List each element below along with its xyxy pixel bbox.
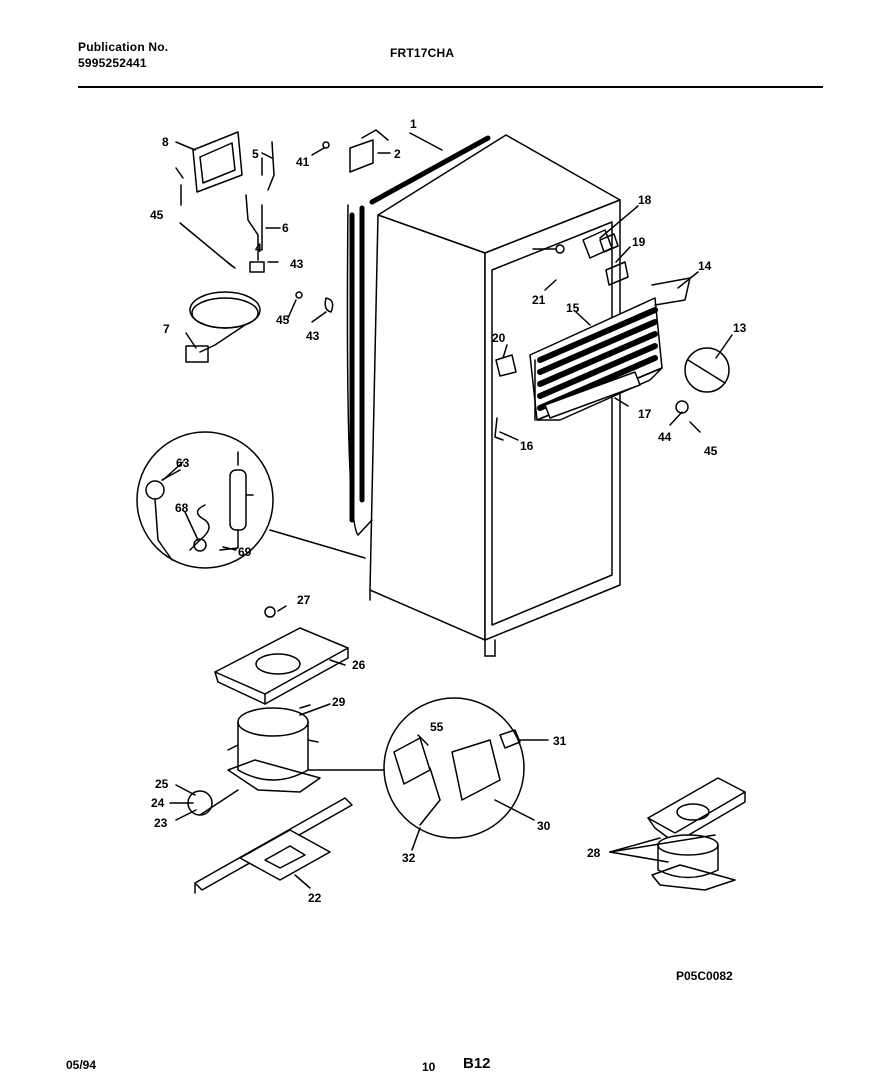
callout-45-mid: 45: [276, 313, 290, 327]
callout-labels: 1 2 4 5 6 7 8 13 14 15 16 17 18 19 20 21…: [150, 117, 747, 905]
callout-20: 20: [492, 331, 506, 345]
footer-date: 05/94: [66, 1058, 97, 1072]
relay-detail: [383, 697, 549, 851]
callout-23: 23: [154, 816, 168, 830]
callout-43-upper: 43: [290, 257, 304, 271]
callout-26: 26: [352, 658, 366, 672]
condenser-coil: [349, 135, 491, 523]
callout-27: 27: [297, 593, 311, 607]
callout-30: 30: [537, 819, 551, 833]
callout-16: 16: [520, 439, 534, 453]
harness: [245, 141, 275, 273]
header-rule: [78, 86, 823, 88]
callout-19: 19: [632, 235, 646, 249]
callout-31: 31: [553, 734, 567, 748]
callout-69: 69: [238, 545, 252, 559]
callout-24: 24: [151, 796, 165, 810]
callout-45-left: 45: [150, 208, 164, 222]
drawing-code: P05C0082: [676, 969, 733, 983]
drain-pan: [214, 627, 349, 705]
compressor: [227, 703, 386, 793]
callout-14: 14: [698, 259, 712, 273]
callout-45-right: 45: [704, 444, 718, 458]
callout-44: 44: [658, 430, 672, 444]
callout-41: 41: [296, 155, 310, 169]
base-rail: [194, 797, 353, 894]
part-13-detail: [684, 347, 730, 393]
callout-13: 13: [733, 321, 747, 335]
compressor-assembly-28: [647, 777, 746, 891]
drier-detail: [136, 431, 274, 569]
power-cord: [185, 291, 261, 363]
callout-25: 25: [155, 777, 169, 791]
callout-22: 22: [308, 891, 322, 905]
callout-17: 17: [638, 407, 652, 421]
callout-8: 8: [162, 135, 169, 149]
callout-29: 29: [332, 695, 346, 709]
part-2-bracket: [349, 129, 389, 173]
callout-2: 2: [394, 147, 401, 161]
callout-68: 68: [175, 501, 189, 515]
callout-1: 1: [410, 117, 417, 131]
footer-page-number: 10: [422, 1060, 436, 1074]
callout-21: 21: [532, 293, 546, 307]
part-8-frame: [192, 131, 243, 193]
footer-section: B12: [463, 1055, 491, 1072]
callout-7: 7: [163, 322, 170, 336]
callout-43-lower: 43: [306, 329, 320, 343]
callout-4: 4: [255, 241, 262, 255]
callout-6: 6: [282, 221, 289, 235]
callout-5: 5: [252, 147, 259, 161]
callout-15: 15: [566, 301, 580, 315]
callout-28-right: 28: [587, 846, 601, 860]
publication-label: Publication No.: [78, 40, 169, 54]
callout-63: 63: [176, 456, 190, 470]
model-number: FRT17CHA: [390, 46, 455, 60]
publication-number: 5995252441: [78, 56, 147, 70]
callout-18: 18: [638, 193, 652, 207]
callout-55: 55: [430, 720, 444, 734]
callout-32: 32: [402, 851, 416, 865]
